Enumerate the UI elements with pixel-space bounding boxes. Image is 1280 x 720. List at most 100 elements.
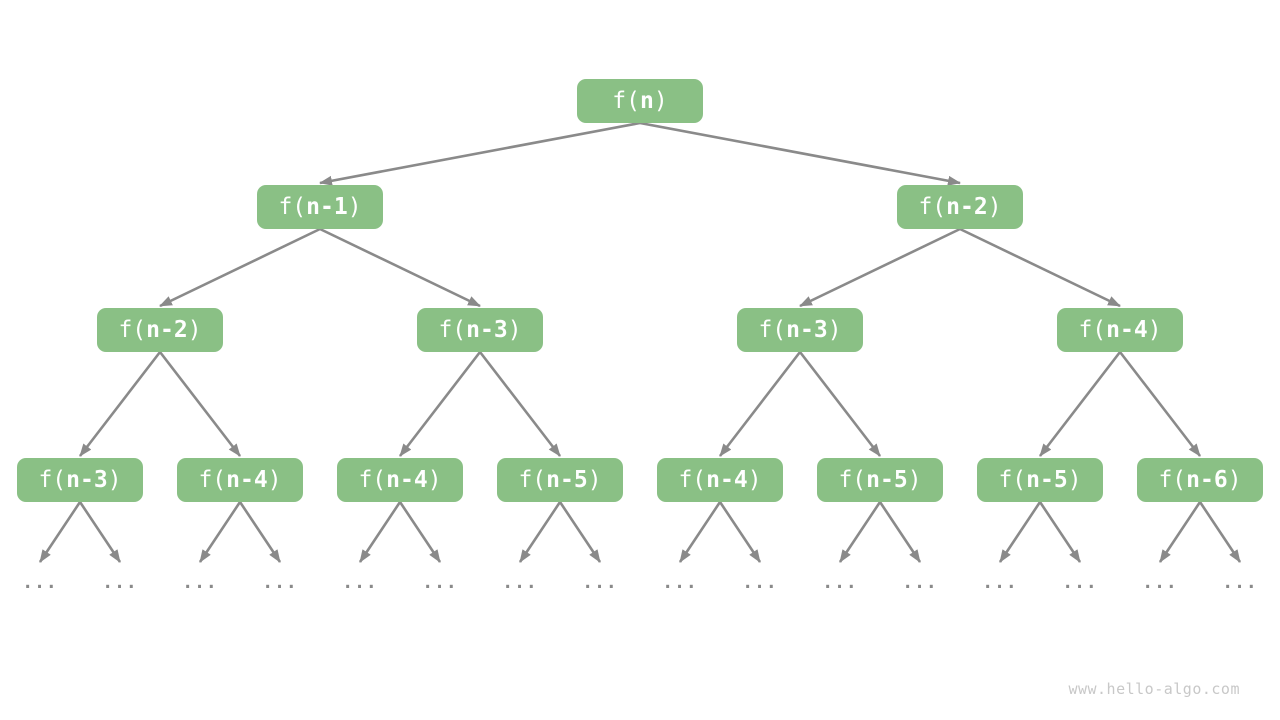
- node-label-suffix: ): [347, 194, 362, 220]
- edge-arrow: [238, 501, 282, 563]
- tree-node: f(n-3): [17, 458, 143, 502]
- edge-arrow: [718, 501, 762, 563]
- ellipsis-leaf: ...: [422, 572, 458, 593]
- ellipsis-leaf: ...: [22, 572, 58, 593]
- tree-node: f(n-4): [1057, 308, 1183, 352]
- tree-node: f(n-3): [737, 308, 863, 352]
- node-label-var: n-5: [1026, 467, 1068, 493]
- ellipsis-leaf: ...: [982, 572, 1018, 593]
- tree-node: f(n-4): [657, 458, 783, 502]
- tree-node: f(n-6): [1137, 458, 1263, 502]
- node-label-suffix: ): [1067, 467, 1082, 493]
- ellipsis-leaf: ...: [902, 572, 938, 593]
- node-label-var: n-3: [66, 467, 108, 493]
- node-label-prefix: f(: [438, 317, 467, 343]
- node-label-prefix: f(: [998, 467, 1027, 493]
- edge-arrow: [1158, 501, 1202, 563]
- node-label-suffix: ): [1147, 317, 1162, 343]
- tree-node: f(n): [577, 79, 703, 123]
- edge-arrow: [558, 501, 602, 563]
- node-label-prefix: f(: [198, 467, 227, 493]
- node-label-var: n-2: [946, 194, 988, 220]
- node-label-prefix: f(: [518, 467, 547, 493]
- edge-arrow: [639, 121, 961, 186]
- node-label-prefix: f(: [38, 467, 67, 493]
- ellipsis-leaf: ...: [822, 572, 858, 593]
- node-label-var: n-3: [786, 317, 828, 343]
- node-label-suffix: ): [907, 467, 922, 493]
- node-label-var: n: [639, 88, 654, 114]
- edge-arrow: [398, 501, 442, 563]
- edge-arrow: [878, 501, 922, 563]
- node-label-var: n-4: [706, 467, 748, 493]
- edge-arrow: [799, 227, 961, 308]
- ellipsis-leaf: ...: [102, 572, 138, 593]
- tree-node: f(n-2): [897, 185, 1023, 229]
- node-label-suffix: ): [507, 317, 522, 343]
- edge-arrow: [478, 351, 562, 457]
- node-label-suffix: ): [427, 467, 442, 493]
- edge-arrow: [1038, 351, 1122, 457]
- ellipsis-leaf: ...: [262, 572, 298, 593]
- ellipsis-leaf: ...: [502, 572, 538, 593]
- edge-arrow: [959, 227, 1121, 308]
- node-label-var: n-4: [386, 467, 428, 493]
- node-label-prefix: f(: [918, 194, 947, 220]
- node-label-suffix: ): [653, 88, 668, 114]
- node-label-var: n-3: [466, 317, 508, 343]
- node-label-suffix: ): [107, 467, 122, 493]
- node-label-var: n-6: [1186, 467, 1228, 493]
- edge-arrow: [78, 501, 122, 563]
- edge-arrow: [718, 351, 802, 457]
- edge-arrow: [158, 351, 242, 457]
- tree-node: f(n-5): [497, 458, 623, 502]
- tree-node: f(n-2): [97, 308, 223, 352]
- watermark-text: www.hello-algo.com: [1068, 680, 1240, 698]
- node-label-suffix: ): [987, 194, 1002, 220]
- edge-arrow: [518, 501, 562, 563]
- node-label-prefix: f(: [118, 317, 147, 343]
- node-label-prefix: f(: [838, 467, 867, 493]
- tree-node: f(n-1): [257, 185, 383, 229]
- edge-arrow: [1118, 351, 1202, 457]
- node-label-var: n-5: [866, 467, 908, 493]
- node-label-suffix: ): [1227, 467, 1242, 493]
- node-label-prefix: f(: [278, 194, 307, 220]
- tree-node: f(n-5): [977, 458, 1103, 502]
- tree-node: f(n-4): [177, 458, 303, 502]
- node-label-suffix: ): [587, 467, 602, 493]
- edge-arrow: [319, 227, 481, 308]
- node-label-var: n-4: [226, 467, 268, 493]
- edge-arrow: [798, 351, 882, 457]
- edge-arrow: [198, 501, 242, 563]
- ellipsis-leaf: ...: [182, 572, 218, 593]
- edge-arrow: [78, 351, 162, 457]
- node-label-var: n-4: [1106, 317, 1148, 343]
- node-label-prefix: f(: [1078, 317, 1107, 343]
- node-label-prefix: f(: [358, 467, 387, 493]
- ellipsis-leaf: ...: [1222, 572, 1258, 593]
- edge-arrow: [838, 501, 882, 563]
- node-label-prefix: f(: [758, 317, 787, 343]
- node-label-suffix: ): [827, 317, 842, 343]
- ellipsis-leaf: ...: [742, 572, 778, 593]
- ellipsis-leaf: ...: [342, 572, 378, 593]
- ellipsis-leaf: ...: [662, 572, 698, 593]
- node-label-prefix: f(: [1158, 467, 1187, 493]
- edge-arrow: [1038, 501, 1082, 563]
- edge-arrow: [319, 121, 641, 186]
- edge-arrow: [398, 351, 482, 457]
- node-label-suffix: ): [747, 467, 762, 493]
- edge-arrow: [358, 501, 402, 563]
- edge-arrow: [1198, 501, 1242, 563]
- edge-arrow: [38, 501, 82, 563]
- ellipsis-leaf: ...: [1142, 572, 1178, 593]
- node-label-suffix: ): [267, 467, 282, 493]
- ellipsis-leaf: ...: [1062, 572, 1098, 593]
- node-label-var: n-2: [146, 317, 188, 343]
- node-label-suffix: ): [187, 317, 202, 343]
- tree-node: f(n-3): [417, 308, 543, 352]
- node-label-var: n-5: [546, 467, 588, 493]
